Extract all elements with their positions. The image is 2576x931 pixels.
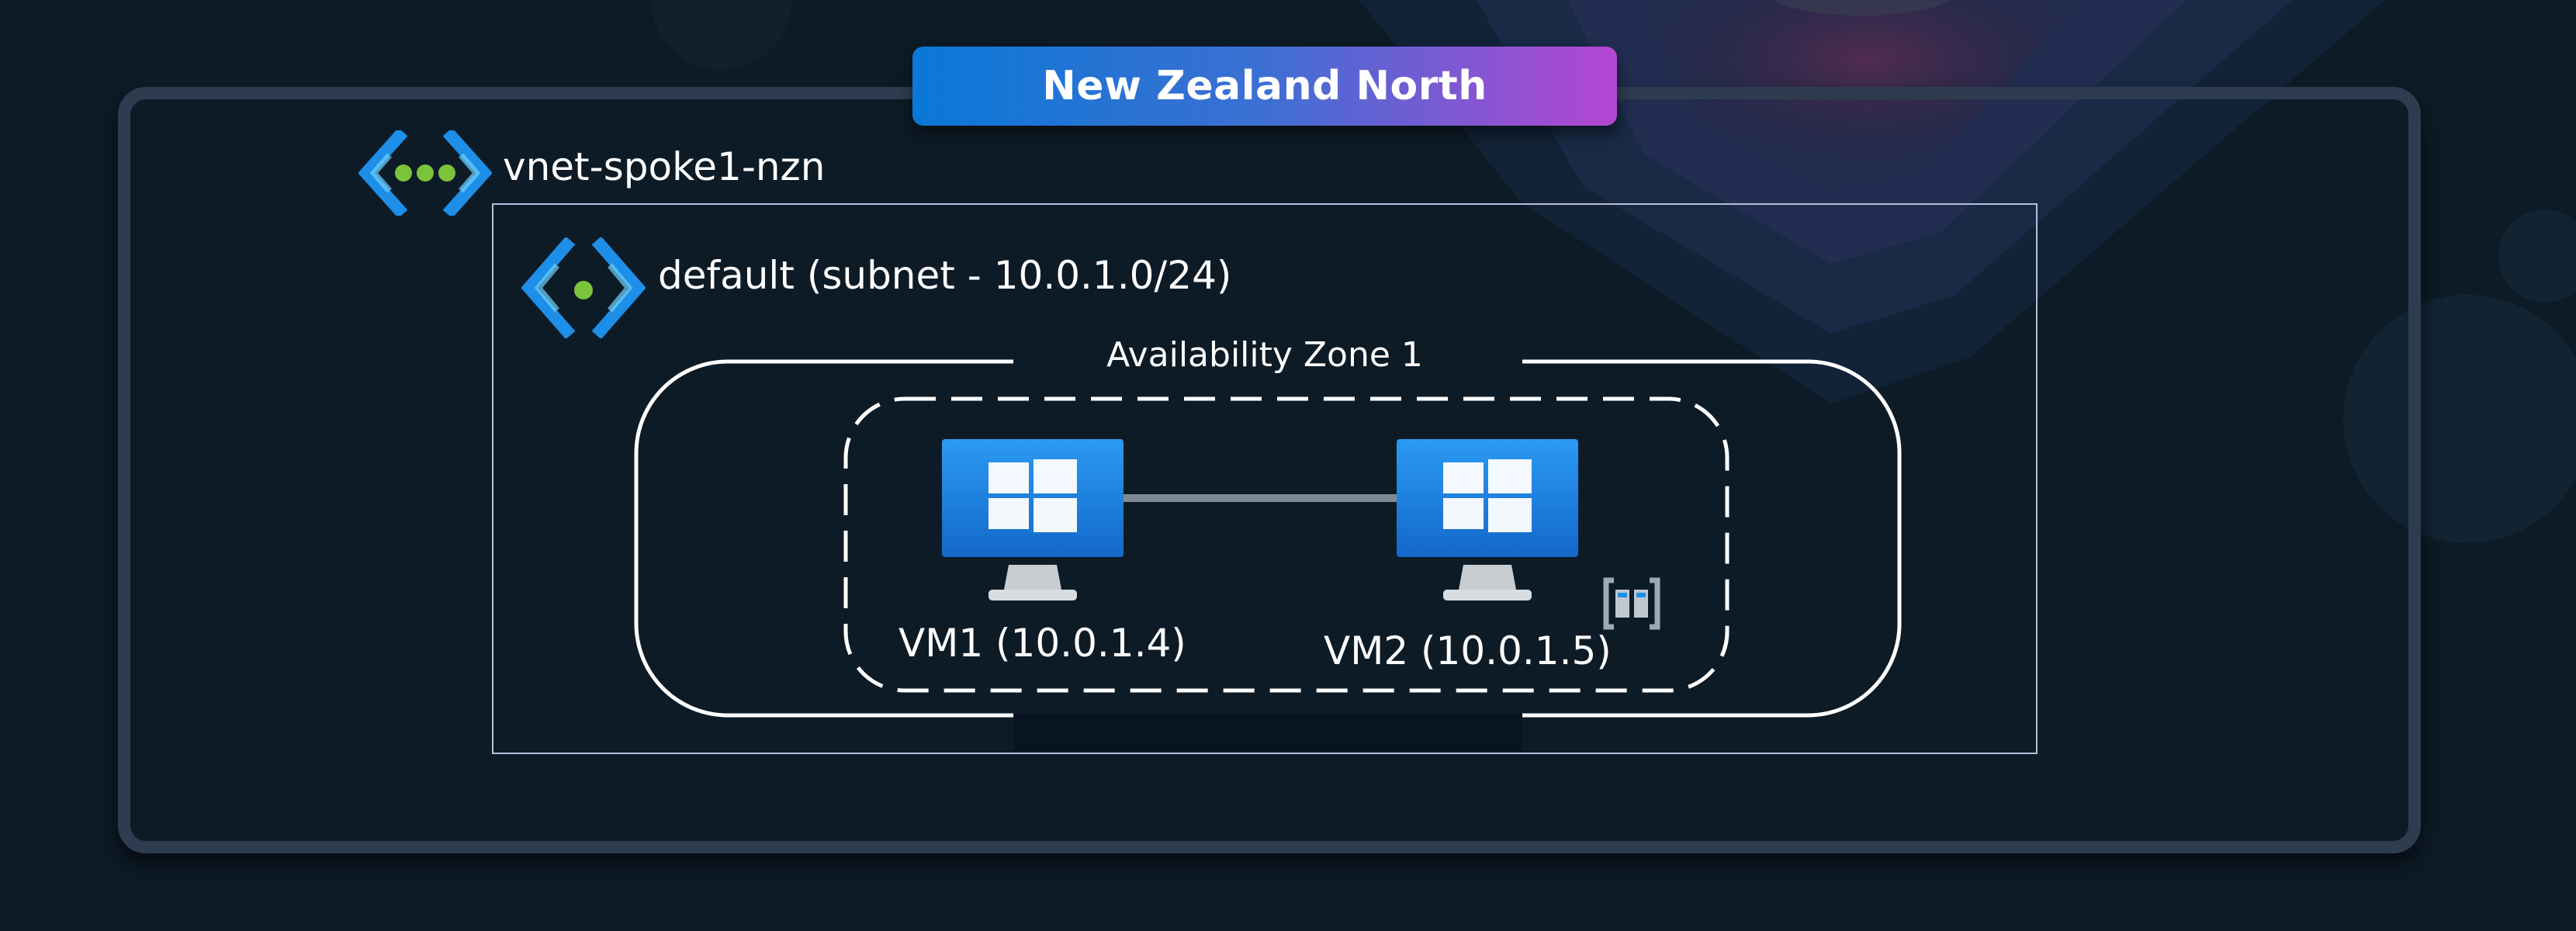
windows-vm-icon	[942, 439, 1124, 600]
windows-vm-icon	[1397, 439, 1578, 600]
vm1-label: VM1 (10.0.1.4)	[898, 621, 1186, 666]
vnet-name: vnet-spoke1-nzn	[503, 144, 826, 189]
subnet-icon	[521, 237, 646, 338]
subnet-container	[492, 203, 2038, 754]
availability-zone-outline	[634, 359, 1013, 718]
availability-set-icon	[1603, 577, 1660, 630]
virtual-network-icon	[358, 130, 492, 216]
region-container	[118, 87, 2421, 853]
region-title: New Zealand North	[912, 47, 1617, 126]
availability-zone-label: Availability Zone 1	[1106, 335, 1423, 375]
vm2-label: VM2 (10.0.1.5)	[1324, 628, 1612, 673]
subnet-label: default (subnet - 10.0.1.0/24)	[658, 253, 1232, 298]
vm-group-dashed	[843, 396, 1729, 693]
